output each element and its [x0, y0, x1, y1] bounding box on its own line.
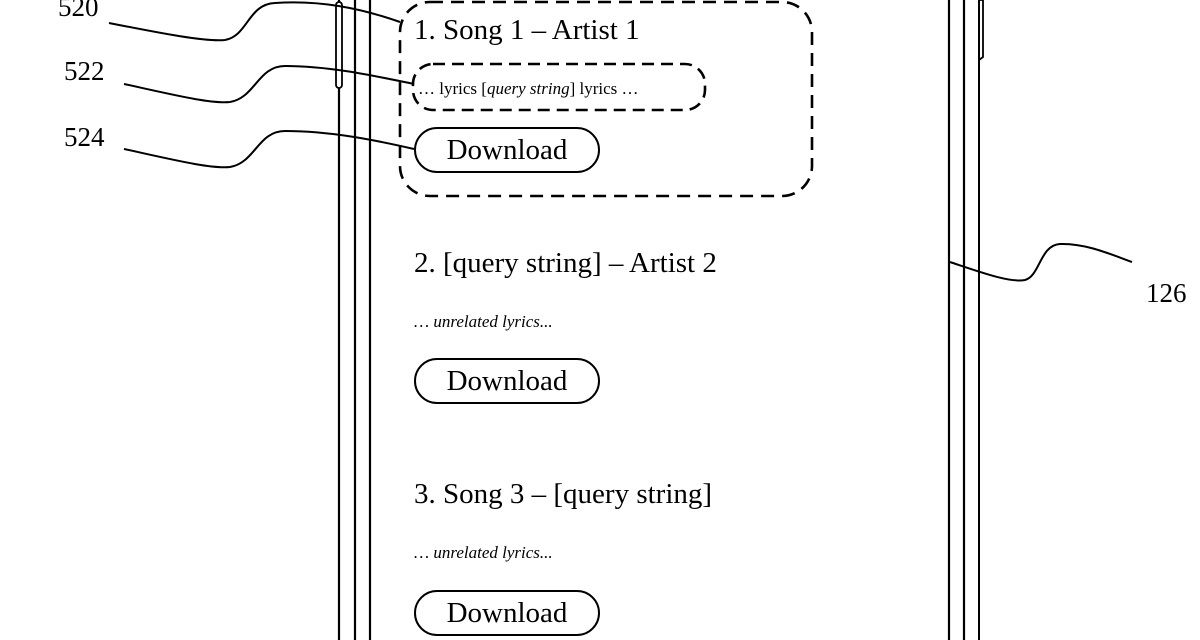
result-title[interactable]: 1. Song 1 – Artist 1 [414, 14, 640, 46]
download-button[interactable]: Download [414, 358, 600, 404]
phone-side-button-right [978, 0, 984, 61]
download-button[interactable]: Download [414, 590, 600, 636]
reference-label-524: 524 [64, 122, 105, 152]
leader-line-520 [108, 1, 401, 42]
reference-label-520: 520 [58, 0, 99, 22]
result-card-highlight-box [398, 0, 814, 198]
result-lyrics-snippet: … unrelated lyrics... [414, 543, 553, 562]
download-button[interactable]: Download [414, 127, 600, 173]
lyrics-suffix: ] lyrics … [569, 79, 639, 98]
result-title[interactable]: 2. [query string] – Artist 2 [414, 247, 717, 279]
lyrics-snippet-highlight-box [411, 62, 707, 112]
reference-label-126: 126 [1146, 278, 1187, 308]
lyrics-query-highlight: query string [486, 79, 570, 98]
leader-line-524 [123, 129, 415, 169]
phone-side-button-left [335, 1, 343, 89]
reference-label-522: 522 [64, 56, 105, 86]
result-lyrics-snippet: … lyrics [query string] lyrics … [418, 80, 639, 97]
result-lyrics-snippet: … unrelated lyrics... [414, 312, 553, 331]
lyrics-prefix: … lyrics [ [418, 79, 487, 98]
leader-line-522 [123, 64, 415, 104]
leader-line-126 [949, 242, 1133, 282]
result-title[interactable]: 3. Song 3 – [query string] [414, 478, 713, 510]
